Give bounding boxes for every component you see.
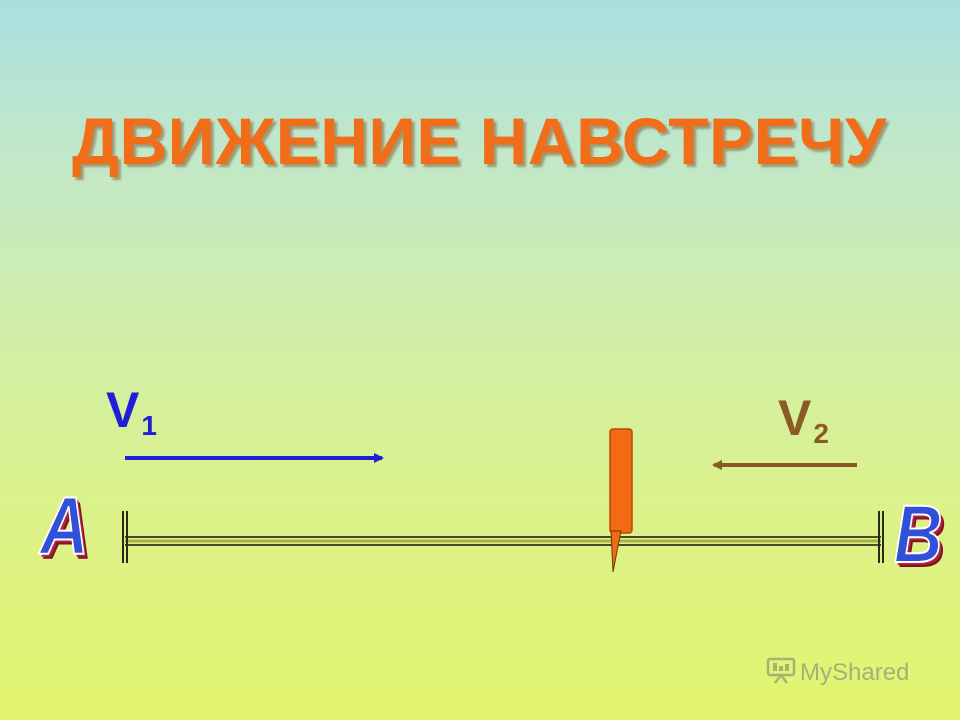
velocity-2-label: V2	[778, 390, 829, 448]
point-a-label: A	[39, 481, 89, 572]
endpoint-b-tick	[878, 511, 884, 563]
velocity-2-symbol: V	[778, 390, 812, 446]
meeting-point-marker	[609, 428, 633, 573]
page-title: ДВИЖЕНИЕ НАВСТРЕЧУ	[72, 104, 887, 178]
velocity-1-symbol: V	[106, 382, 140, 438]
endpoint-a-tick	[122, 511, 128, 563]
velocity-1-subscript: 1	[141, 410, 157, 441]
watermark: MyShared	[766, 656, 909, 689]
velocity-2-subscript: 2	[813, 418, 829, 449]
velocity-1-label: V1	[106, 382, 157, 440]
point-b-label: B	[893, 489, 943, 580]
watermark-text: MyShared	[800, 658, 910, 686]
track-segment	[125, 536, 881, 546]
presentation-board-icon	[766, 656, 796, 689]
